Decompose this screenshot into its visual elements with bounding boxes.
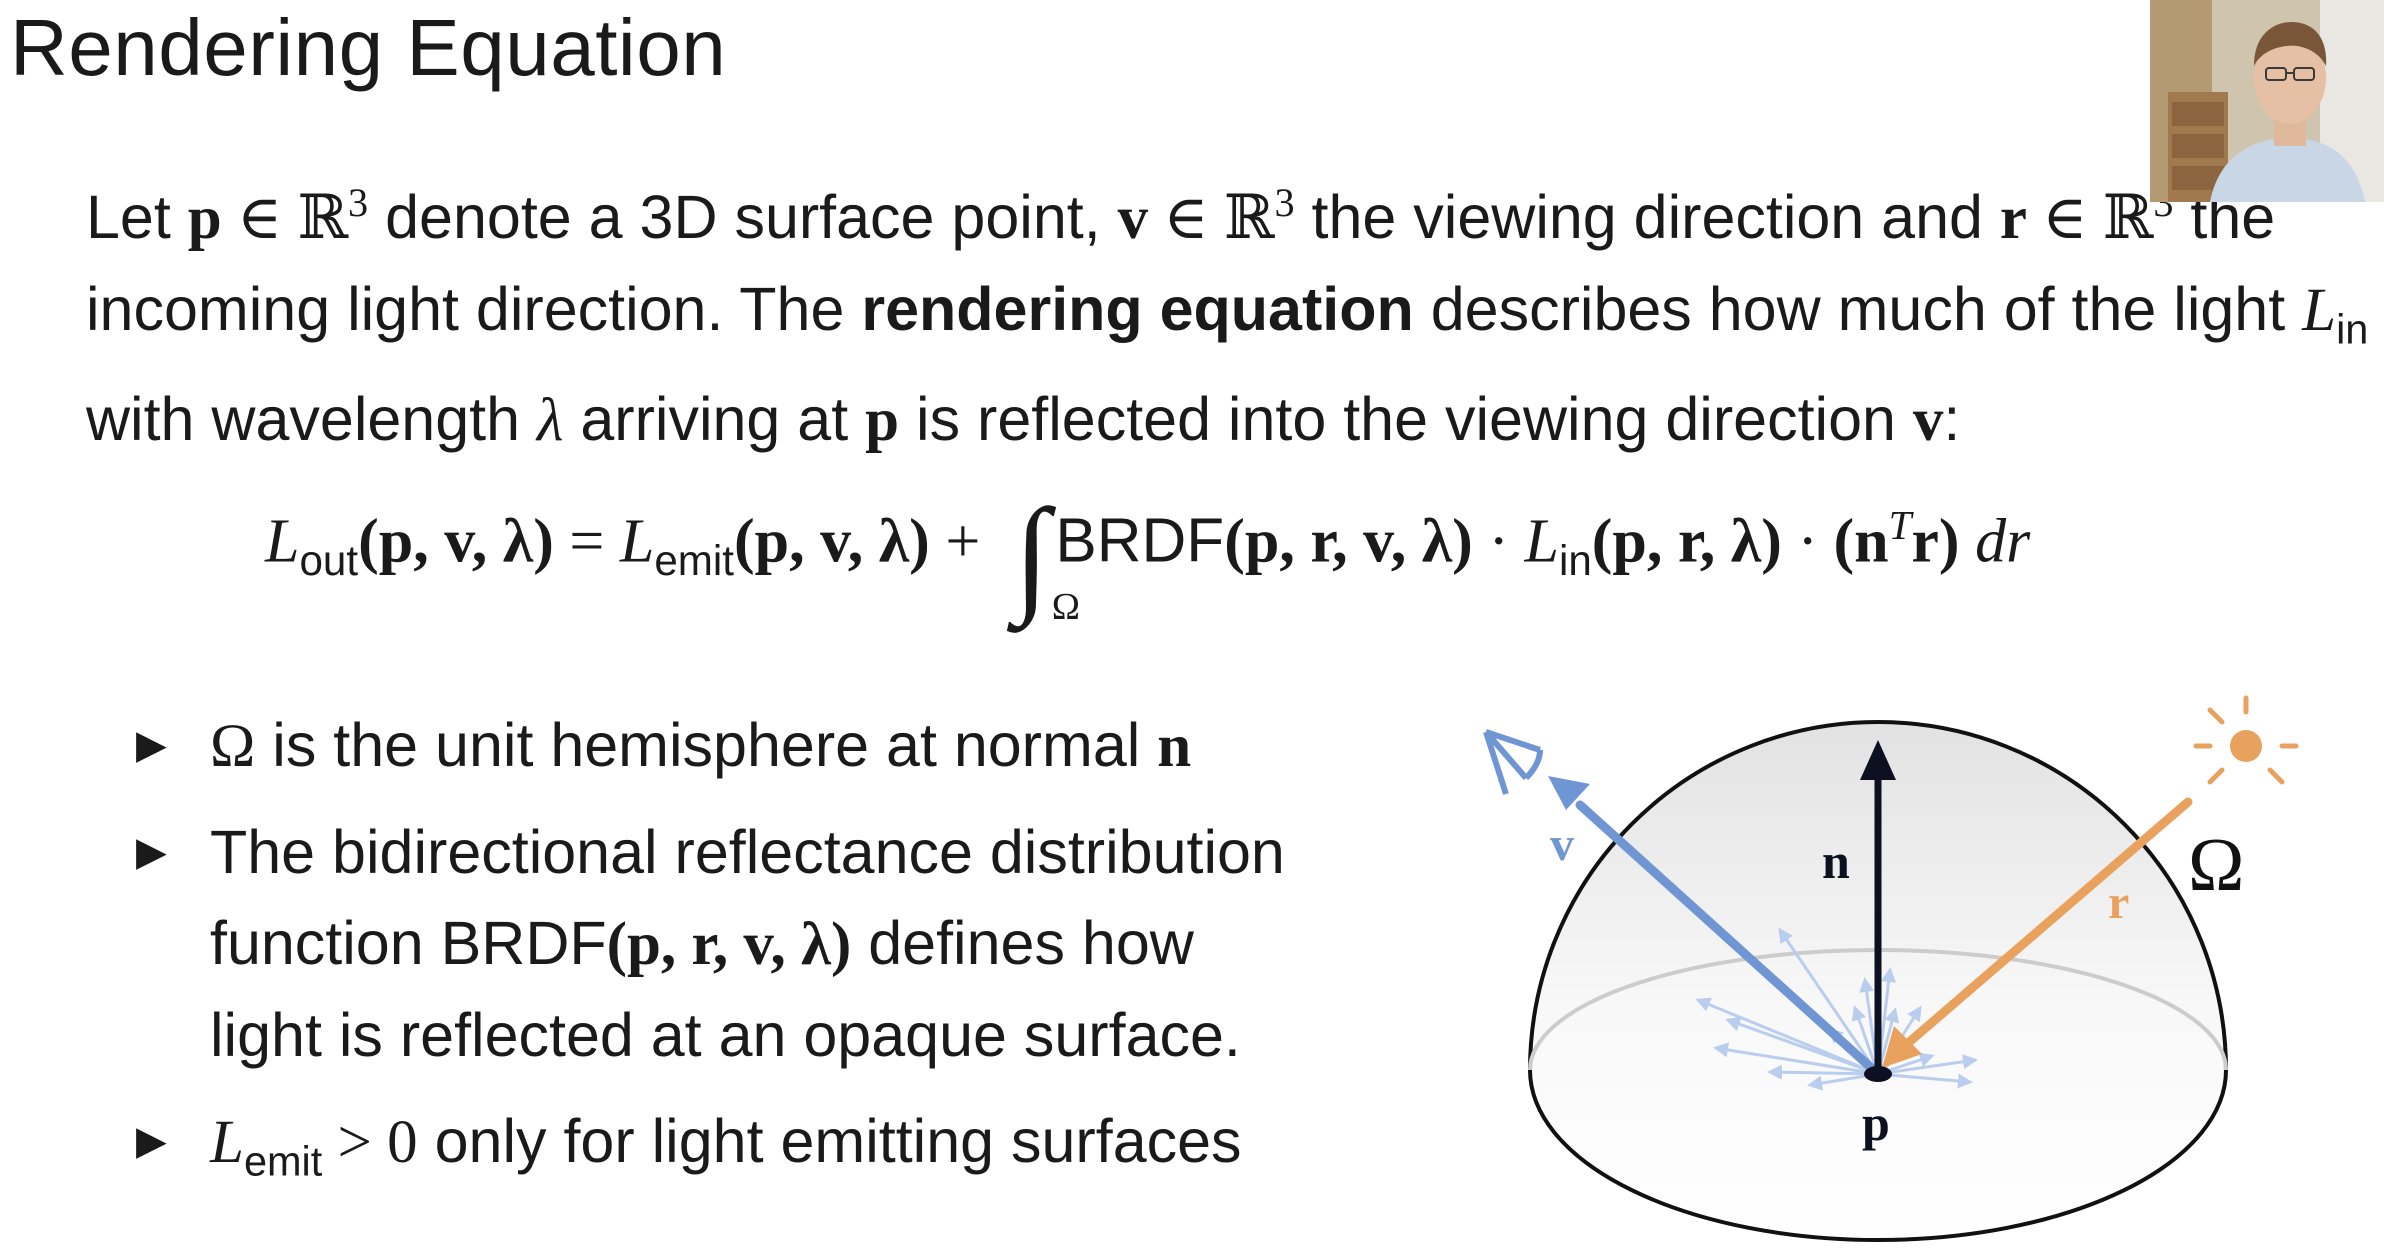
eye-icon (1483, 729, 1543, 795)
intro-line-3: with wavelength λ arriving at p is refle… (86, 385, 1961, 455)
slide-title: Rendering Equation (10, 3, 727, 92)
sun-icon (2193, 695, 2299, 785)
symbol-p: p (187, 185, 222, 253)
presenter-webcam (2150, 0, 2384, 202)
label-v: v (1550, 818, 1574, 871)
intro-paragraph: Let p ∈ ℝ3 denote a 3D surface point, v … (86, 158, 2376, 466)
light-vector (1895, 797, 2193, 1055)
bullet-marker-icon: ▶ (136, 723, 167, 767)
bullet-list: ▶ Ω is the unit hemisphere at normal n ▶… (132, 700, 1392, 1221)
bullet-emission: ▶ Lemit > 0 only for light emitting surf… (132, 1096, 1392, 1206)
label-n: n (1822, 833, 1850, 889)
surface-point (1864, 1066, 1892, 1082)
view-vector-head (1548, 776, 1590, 810)
intro-line-1: Let p ∈ ℝ3 denote a 3D surface point, v … (86, 180, 2276, 253)
bullet-hemisphere: ▶ Ω is the unit hemisphere at normal n (132, 700, 1392, 792)
symbol-v: v (1117, 185, 1149, 253)
intro-line-2: incoming light direction. The rendering … (86, 275, 2369, 353)
integral-domain: Ω (1051, 586, 1081, 628)
light-vector-head (1882, 1026, 1922, 1068)
normal-vector-head (1860, 740, 1896, 780)
presenter-avatar (2150, 0, 2384, 202)
symbol-r: r (1999, 185, 2027, 253)
term-rendering-equation: rendering equation (861, 275, 1414, 344)
label-p: p (1862, 1095, 1890, 1151)
label-omega: Ω (2188, 823, 2244, 907)
bullet-marker-icon: ▶ (136, 830, 167, 874)
label-r: r (2108, 876, 2129, 929)
view-vector (1575, 800, 1883, 1079)
integral-sign: ∫Ω (1013, 483, 1081, 628)
symbol-reals: ℝ (297, 185, 349, 253)
bullet-brdf: ▶ The bidirectional reflectance distribu… (132, 807, 1392, 1081)
hemisphere-diagram: n p v r Ω (1483, 695, 2299, 1242)
bullet-marker-icon: ▶ (136, 1119, 167, 1163)
